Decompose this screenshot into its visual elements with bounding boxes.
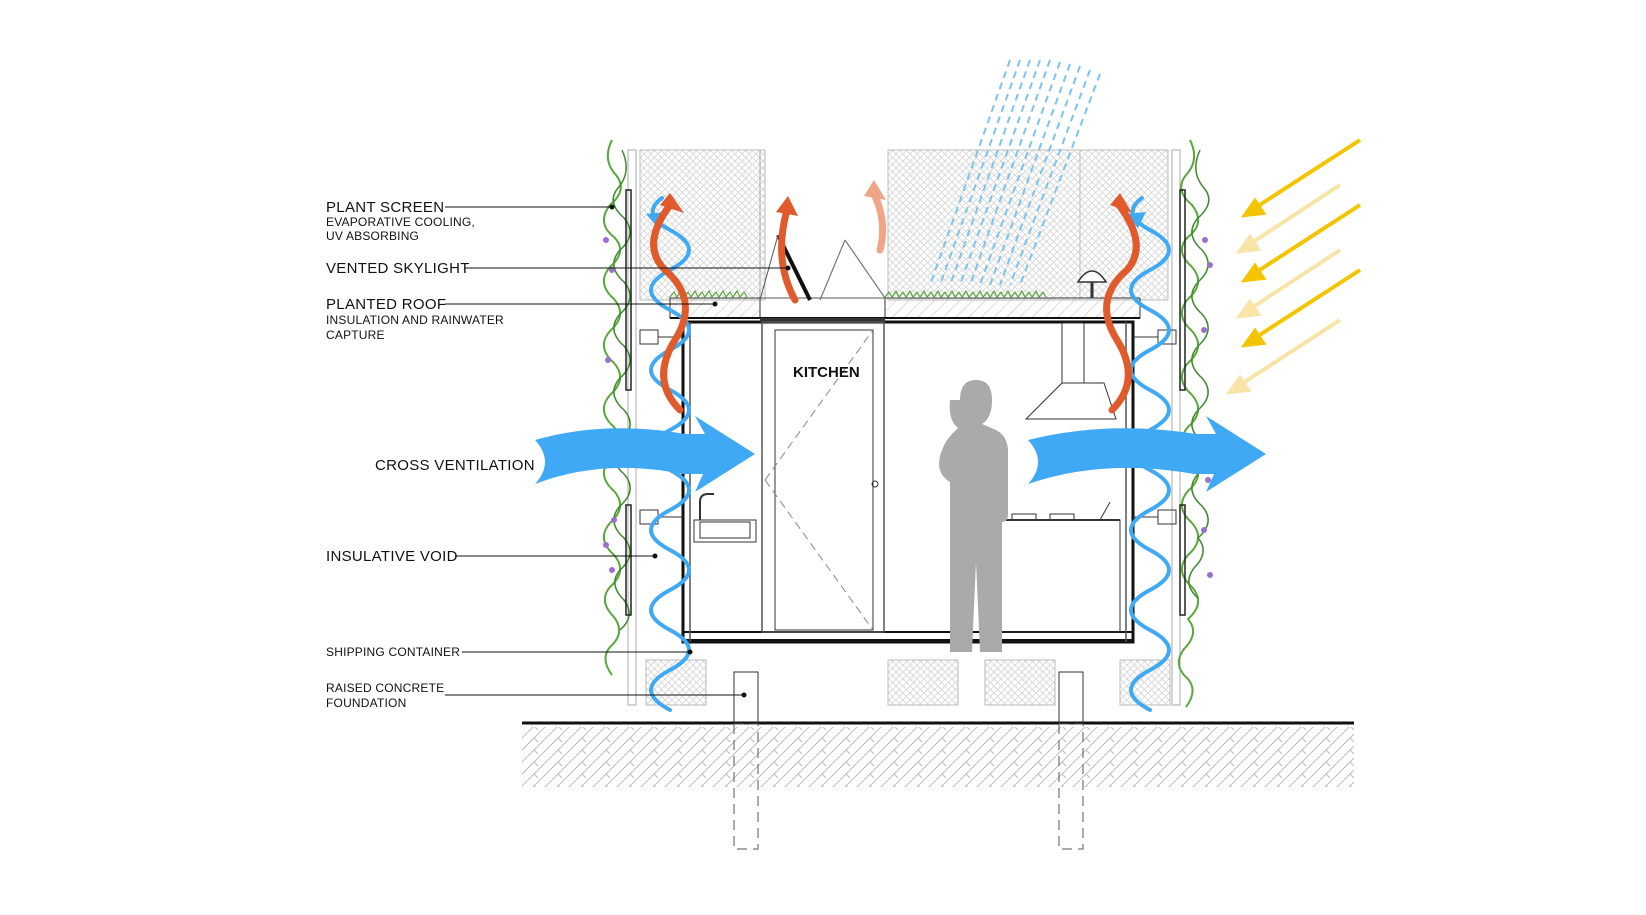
- warm-air-arrow-left: [650, 193, 689, 414]
- left-screen-frame: [627, 149, 766, 706]
- room-label-kitchen: KITCHEN: [793, 364, 860, 381]
- label-insulative-void: INSULATIVE VOID: [326, 548, 458, 565]
- label-vented-skylight: VENTED SKYLIGHT: [326, 260, 470, 277]
- cross-ventilation-arrow-left: [535, 416, 755, 492]
- plant-screen-left: [603, 139, 632, 676]
- planted-roof: [669, 270, 1141, 319]
- plant-screen-right: [1177, 139, 1210, 708]
- concrete-foundation-piles: [733, 671, 1084, 850]
- sun-ray-arrow-icon: [1225, 138, 1362, 395]
- label-planted-roof: PLANTED ROOF: [326, 296, 446, 313]
- warm-air-arrow-skylight: [776, 180, 887, 304]
- kitchen-door: [761, 321, 885, 633]
- label-planted-roof-sub1: INSULATION AND RAINWATER: [326, 313, 504, 327]
- label-foundation: FOUNDATION: [326, 696, 406, 710]
- warm-air-arrow-right: [1103, 193, 1140, 414]
- label-plant-screen-sub2: UV ABSORBING: [326, 229, 419, 243]
- roof-vent-icon: [1076, 270, 1108, 298]
- labels: PLANT SCREEN EVAPORATIVE COOLING, UV ABS…: [326, 199, 860, 710]
- shipping-container: [639, 320, 1177, 644]
- label-plant-screen-sub1: EVAPORATIVE COOLING,: [326, 215, 475, 229]
- cross-ventilation-arrow-right: [1028, 416, 1266, 492]
- sink: [693, 493, 757, 543]
- person-figure-icon: [939, 380, 1008, 652]
- ground: [522, 721, 1354, 787]
- stove: [999, 501, 1121, 633]
- label-planted-roof-sub2: CAPTURE: [326, 328, 385, 342]
- label-cross-ventilation: CROSS VENTILATION: [375, 457, 535, 474]
- label-plant-screen: PLANT SCREEN: [326, 199, 444, 216]
- label-shipping-container: SHIPPING CONTAINER: [326, 645, 460, 659]
- range-hood: [1024, 322, 1117, 420]
- rain-icon: [929, 59, 1101, 286]
- leader-lines: [445, 204, 791, 698]
- label-raised-concrete: RAISED CONCRETE: [326, 681, 444, 695]
